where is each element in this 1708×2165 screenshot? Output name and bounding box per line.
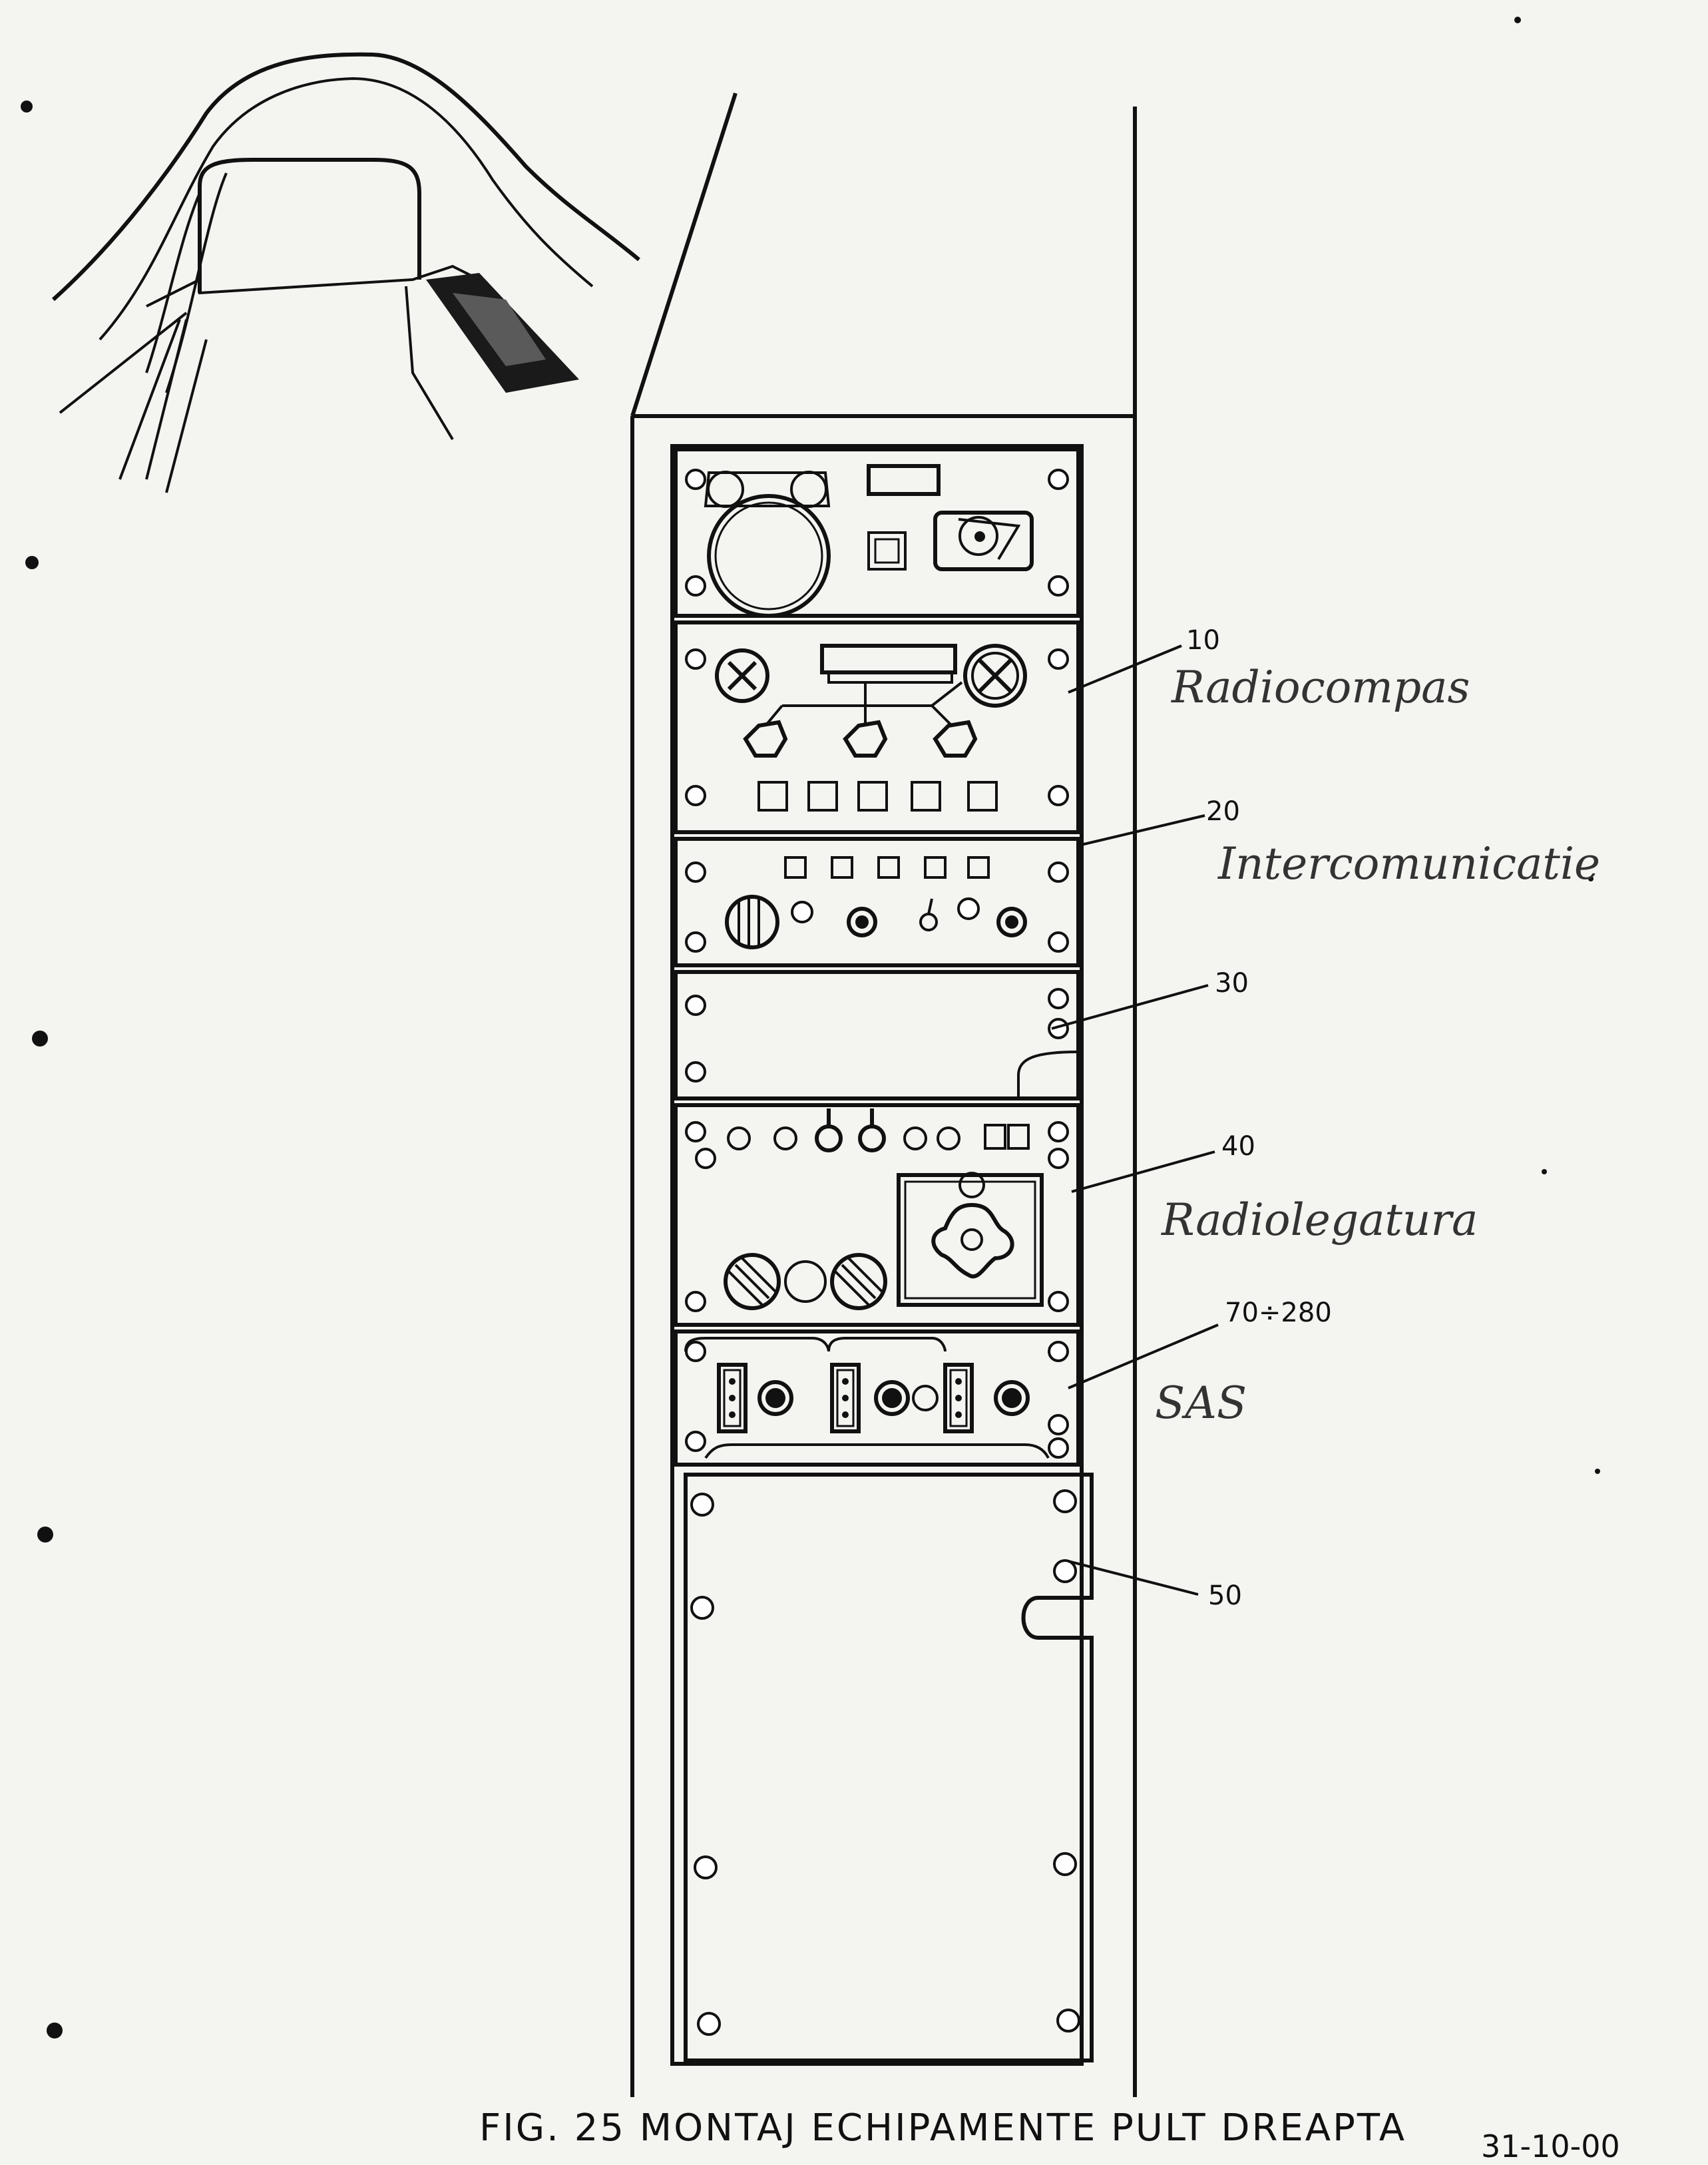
panel-radiocompas	[674, 620, 1080, 834]
scan-specks	[21, 17, 1600, 2039]
handwritten-annotations: Radiocompas Intercomunicatie Radiolegatu…	[1155, 662, 1600, 1429]
cockpit-location-sketch	[51, 52, 640, 493]
leader-lines	[1051, 644, 1219, 1596]
panel-sas	[674, 1329, 1080, 1467]
callout-10: 10	[1186, 625, 1220, 656]
callout-70-280: 70÷280	[1225, 1298, 1332, 1328]
panel-radiolegatura	[674, 1103, 1080, 1327]
panel-intercom	[674, 837, 1080, 967]
callout-20: 20	[1206, 796, 1240, 827]
note-radiolegatura: Radiolegatura	[1161, 1194, 1478, 1246]
figure-caption: FIG. 25 MONTAJ ECHIPAMENTE PULT DREAPTA	[479, 2106, 1406, 2150]
callout-50: 50	[1208, 1580, 1242, 1611]
callout-labels: 10 20 30 40 70÷280 50	[1186, 625, 1332, 1611]
panel-top	[674, 447, 1080, 618]
note-sas: SAS	[1155, 1377, 1247, 1429]
callout-30: 30	[1215, 968, 1249, 999]
panel-blank-30	[674, 970, 1080, 1100]
callout-40: 40	[1221, 1131, 1255, 1162]
note-radiocompas: Radiocompas	[1171, 662, 1470, 713]
equipment-rack	[670, 444, 1084, 2066]
panel-blank-50	[684, 1473, 1094, 2062]
document-number: 31-10-00	[1481, 2128, 1620, 2164]
console-outline	[630, 93, 1137, 2097]
note-intercomunicatie: Intercomunicatie	[1217, 838, 1600, 889]
